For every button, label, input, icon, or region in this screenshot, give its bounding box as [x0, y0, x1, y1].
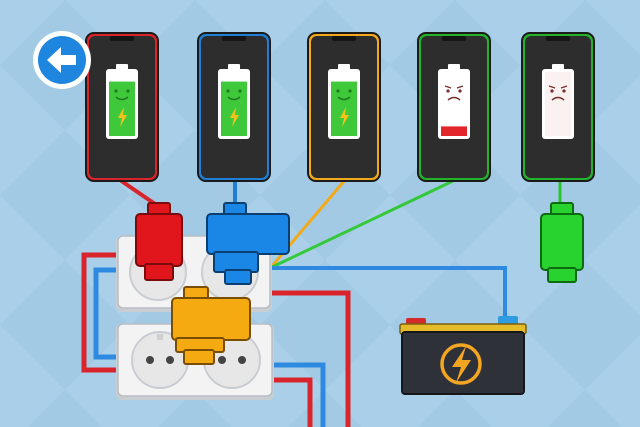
phone-3-battery-icon: [328, 64, 360, 139]
wire-red-phone: [118, 178, 160, 208]
phone-2-charging-bolt-icon: [230, 107, 239, 127]
wire-red-right-1: [269, 290, 351, 427]
phone-2-battery-icon: [218, 64, 250, 139]
arrow-left-icon: [47, 47, 76, 73]
phone-3: [307, 32, 381, 182]
wire-blue-to-battery: [268, 266, 507, 320]
phone-3-charging-bolt-icon: [340, 107, 349, 127]
plug-orange[interactable]: [171, 286, 251, 365]
phone-4: [417, 32, 491, 182]
wire-green-phone: [268, 178, 457, 270]
plug-blue[interactable]: [206, 202, 290, 285]
lightning-icon: [440, 343, 482, 385]
wire-red-right-2: [269, 377, 313, 427]
wire-blue-loop-left: [93, 267, 128, 360]
phone-1: [85, 32, 159, 182]
phone-2: [197, 32, 271, 182]
phone-4-battery-icon: [438, 64, 470, 139]
phone-5-battery-icon: [542, 64, 574, 139]
phones-row: [85, 32, 595, 182]
wires: [81, 178, 562, 427]
back-button[interactable]: [33, 31, 91, 89]
plug-red[interactable]: [135, 202, 183, 281]
phone-1-battery-icon: [106, 64, 138, 139]
car-battery: [399, 316, 527, 395]
wire-red-loop-left: [81, 252, 133, 373]
phone-1-charging-bolt-icon: [118, 107, 127, 127]
phone-5: [521, 32, 595, 182]
wire-blue-right: [269, 362, 326, 427]
plug-green[interactable]: [540, 202, 584, 283]
